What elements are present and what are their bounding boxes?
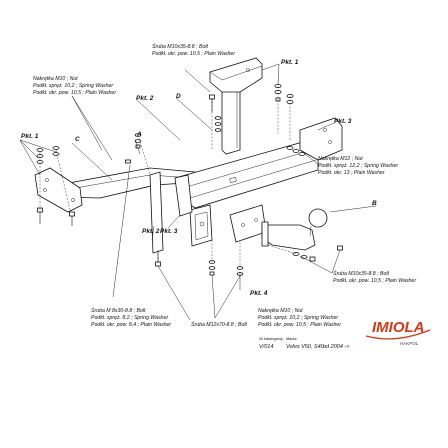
svg-text:Nakrętka M10 ; Nut: Nakrętka M10 ; Nut bbox=[258, 308, 303, 314]
fasteners bbox=[36, 83, 343, 276]
label-bolt-m8-bottom: Śruba M 8x30-8.8 ; Bolt Podkł. spręż. 8,… bbox=[91, 307, 171, 328]
marker-pkt1-left: Pkt. 1 bbox=[21, 133, 39, 140]
svg-text:Podkł. spręż. 8,2 ; Spring Was: Podkł. spręż. 8,2 ; Spring Washer bbox=[91, 315, 168, 321]
footer-info: Nr katalogowy V/014 Marka Volvo V50, S40… bbox=[259, 337, 350, 350]
marker-c: C bbox=[75, 136, 80, 143]
upright-d bbox=[221, 84, 241, 155]
lower-bracket bbox=[229, 204, 267, 243]
svg-text:Nakrętka M12 ; Nut: Nakrętka M12 ; Nut bbox=[318, 156, 363, 162]
svg-text:Podkł. spręż. 12,2 ; Spring Wa: Podkł. spręż. 12,2 ; Spring Washer bbox=[318, 163, 398, 169]
socket-plate bbox=[189, 204, 213, 247]
svg-text:Śruba M 8x30-8.8 ; Bolt: Śruba M 8x30-8.8 ; Bolt bbox=[91, 307, 146, 314]
marker-b: B bbox=[372, 200, 377, 207]
svg-text:Podkł. okr. pow. 10,5 ; Plain: Podkł. okr. pow. 10,5 ; Plain Washer bbox=[33, 90, 116, 96]
brand-logo: IMIOLA HAKPOL bbox=[365, 319, 431, 346]
marker-d: D bbox=[176, 93, 181, 100]
year-value: od 2004 -> bbox=[323, 344, 350, 350]
svg-text:Podkł. okr. 13 ; Plain Washer: Podkł. okr. 13 ; Plain Washer bbox=[318, 170, 385, 176]
logo-text: IMIOLA bbox=[372, 319, 425, 336]
logo-subtitle: HAKPOL bbox=[400, 341, 419, 346]
label-bolt-m10-right: Śruba M10x35-8.8 ; Bolt Podkł. okr. pow.… bbox=[333, 270, 416, 284]
svg-text:Podkł. okr. pow. 10,5 ; Plain: Podkł. okr. pow. 10,5 ; Plain Washer bbox=[258, 322, 341, 328]
svg-text:Śruba M10x35-8.8 ; Bolt: Śruba M10x35-8.8 ; Bolt bbox=[333, 270, 389, 277]
make-label: Marka bbox=[286, 337, 297, 341]
marker-pkt3-mid: Pkt. 3 bbox=[160, 228, 178, 235]
marker-a: A bbox=[136, 131, 142, 138]
svg-text:Podkł. spręż. 10,2 ; Spring Wa: Podkł. spręż. 10,2 ; Spring Washer bbox=[258, 315, 338, 321]
svg-text:Nakrętka M10 ; Nut: Nakrętka M10 ; Nut bbox=[33, 76, 78, 82]
marker-pkt4: Pkt. 4 bbox=[250, 290, 268, 297]
left-mount-plate bbox=[34, 167, 83, 213]
catalog-value: V/014 bbox=[259, 344, 273, 350]
marker-pkt2-mid: Pkt. 2 bbox=[142, 228, 160, 235]
marker-pkt1-top: Pkt. 1 bbox=[281, 59, 299, 66]
leader-lines bbox=[19, 63, 377, 321]
crossbar-left-end bbox=[174, 174, 193, 217]
svg-text:Podkł. okr. pow. 8,4 ; Plain W: Podkł. okr. pow. 8,4 ; Plain Washer bbox=[91, 322, 171, 328]
tow-ball-b bbox=[261, 208, 328, 251]
label-nut-m10-bottom: Nakrętka M10 ; Nut Podkł. spręż. 10,2 ; … bbox=[258, 308, 341, 328]
top-right-bracket bbox=[209, 57, 263, 93]
catalog-label: Nr katalogowy bbox=[259, 337, 284, 341]
marker-pkt3-right: Pkt. 3 bbox=[334, 118, 352, 125]
svg-text:Podkł. okr. pow. 10,5 ; Plain: Podkł. okr. pow. 10,5 ; Plain Washer bbox=[333, 278, 416, 284]
label-nut-m10-left: Nakrętka M10 ; Nut Podkł. spręż. 10,2 ; … bbox=[33, 76, 116, 96]
marker-pkt2-top: Pkt. 2 bbox=[136, 95, 154, 102]
make-value: Volvo V50, S40 bbox=[286, 344, 325, 350]
label-washer-top: Śruba M10x35-8.8 ; Bolt Podkł. okr. pow.… bbox=[152, 43, 235, 57]
svg-text:Śruba M10x35-8.8 ; Bolt: Śruba M10x35-8.8 ; Bolt bbox=[152, 43, 208, 50]
label-nut-m12-right: Nakrętka M12 ; Nut Podkł. spręż. 12,2 ; … bbox=[318, 156, 398, 176]
label-bolt-m12-bottom: Śruba M12x70-8.8 ; Bolt bbox=[191, 321, 247, 328]
svg-text:Podkł. spręż. 10,2 ; Spring Wa: Podkł. spręż. 10,2 ; Spring Washer bbox=[33, 83, 113, 89]
svg-text:Podkł. okr. pow. 10,5 ; Plain: Podkł. okr. pow. 10,5 ; Plain Washer bbox=[152, 51, 235, 57]
